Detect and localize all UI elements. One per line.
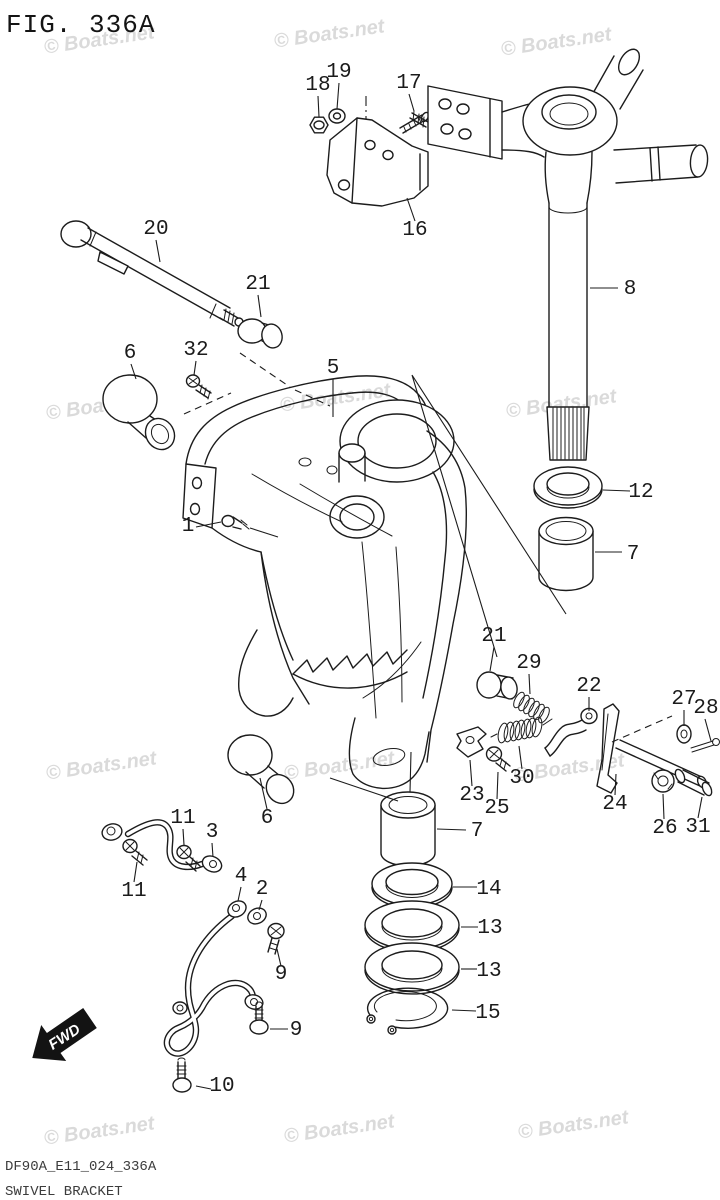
callout-21: 21 <box>245 273 270 296</box>
washer-12 <box>533 466 603 509</box>
bolt-10 <box>172 1057 192 1093</box>
callout-17: 17 <box>396 72 421 95</box>
bolt-9-lower <box>249 1001 269 1035</box>
callout-25: 25 <box>484 797 509 820</box>
washer-27 <box>676 724 692 744</box>
callouts: 18 19 17 16 20 21 6 32 5 8 1 12 7 21 29 … <box>121 61 718 1098</box>
bushing-21-lower <box>476 671 518 700</box>
clamp-bracket-16 <box>326 96 429 207</box>
callout-15: 15 <box>475 1002 500 1025</box>
callout-14: 14 <box>476 878 501 901</box>
fwd-arrow: FWD <box>32 1008 97 1061</box>
bolt-11-left <box>122 838 148 866</box>
callout-19: 19 <box>326 61 351 84</box>
lever-22 <box>544 707 598 757</box>
callout-8: 8 <box>624 278 637 301</box>
callout-30: 30 <box>509 767 534 790</box>
callout-9a: 9 <box>275 963 288 986</box>
bushing-7-upper <box>538 516 594 592</box>
callout-23: 23 <box>459 784 484 807</box>
watermark: © Boats.net <box>499 23 614 60</box>
watermark: © Boats.net <box>42 1112 157 1149</box>
plate-23 <box>456 726 487 758</box>
watermark: © Boats.net <box>272 15 387 52</box>
grease-nipple-1 <box>221 514 250 530</box>
bushing-6-lower <box>227 734 295 805</box>
callout-31: 31 <box>685 816 710 839</box>
callout-13a: 13 <box>477 917 502 940</box>
nut-18 <box>309 116 329 134</box>
footer-name: SWIVEL BRACKET <box>5 1184 123 1200</box>
spring-30 <box>490 716 553 744</box>
pin-31 <box>674 768 713 797</box>
spring-29 <box>513 691 550 724</box>
nut-26 <box>651 769 675 793</box>
callout-18: 18 <box>305 74 330 97</box>
callout-26: 26 <box>652 817 677 840</box>
swivel-bracket-body <box>182 375 467 790</box>
callout-3: 3 <box>206 821 219 844</box>
callout-16: 16 <box>402 219 427 242</box>
callout-27: 27 <box>671 688 696 711</box>
callout-22: 22 <box>576 675 601 698</box>
callout-7: 7 <box>627 543 640 566</box>
cotter-pin-28 <box>690 738 720 753</box>
bushing-6-upper <box>102 374 176 451</box>
watermark: © Boats.net <box>44 747 159 784</box>
callout-7b: 7 <box>471 820 484 843</box>
callout-2: 2 <box>256 878 269 901</box>
callout-4: 4 <box>235 865 248 888</box>
callout-24: 24 <box>602 793 627 816</box>
watermark: © Boats.net <box>282 747 397 784</box>
bushing-21-upper <box>237 318 283 349</box>
callout-32: 32 <box>183 339 208 362</box>
leader-lines <box>130 82 712 1090</box>
figure-title: FIG. 336A <box>6 10 155 40</box>
bolt-32 <box>185 374 212 400</box>
callout-6: 6 <box>124 342 137 365</box>
washer-19 <box>328 108 346 124</box>
callout-28: 28 <box>693 697 718 720</box>
callout-11b: 11 <box>121 880 146 903</box>
callout-1: 1 <box>182 515 195 538</box>
callout-20: 20 <box>143 218 168 241</box>
callout-13b: 13 <box>476 960 501 983</box>
watermark: © Boats.net <box>516 1106 631 1143</box>
callout-21b: 21 <box>481 625 506 648</box>
callout-10: 10 <box>209 1075 234 1098</box>
bolt-25 <box>485 746 511 772</box>
ground-wire-11-3 <box>101 819 223 873</box>
callout-29: 29 <box>516 652 541 675</box>
ground-wire-4-2 <box>163 900 267 1057</box>
footer-code: DF90A_E11_024_336A <box>5 1159 157 1175</box>
tilt-rod-20 <box>60 220 244 327</box>
callout-11a: 11 <box>170 807 195 830</box>
bolt-9-upper <box>267 922 285 955</box>
bushing-7-lower <box>380 791 436 867</box>
bolt-11-right <box>176 844 201 872</box>
callout-12: 12 <box>628 481 653 504</box>
steering-arm-shaft-8 <box>409 48 709 461</box>
circlip-15 <box>366 987 449 1035</box>
fwd-arrow-shape <box>32 1008 97 1061</box>
callout-5: 5 <box>327 357 340 380</box>
watermark: © Boats.net <box>282 1110 397 1147</box>
callout-9b: 9 <box>290 1019 303 1042</box>
washer-13-b <box>364 942 460 995</box>
callout-6b: 6 <box>261 807 274 830</box>
